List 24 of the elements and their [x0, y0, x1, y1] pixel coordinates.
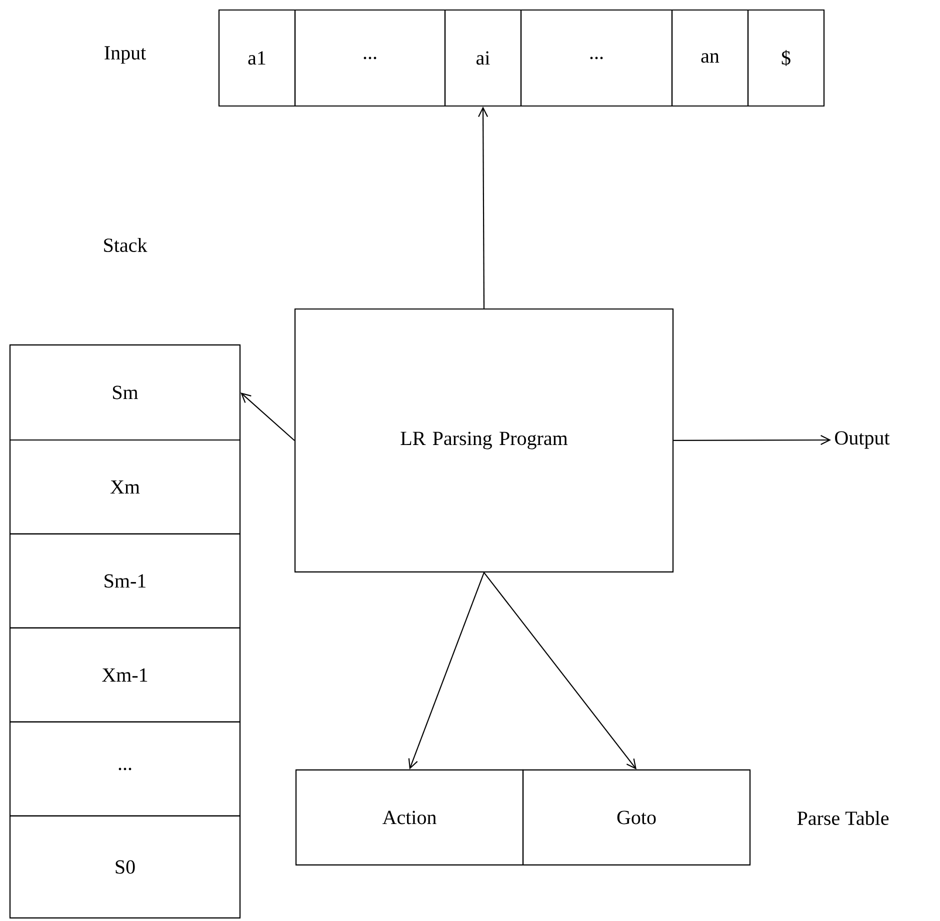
- input-cell: ...: [520, 9, 673, 107]
- arrow: [408, 572, 485, 770]
- input-cell: $: [747, 9, 825, 107]
- stack-cell: S0: [9, 815, 241, 919]
- stack-cell: Xm-1: [9, 627, 241, 723]
- arrow: [240, 392, 295, 441]
- caption-label: Parse Table: [797, 810, 889, 826]
- stack-cell: Sm: [9, 344, 241, 441]
- table-cell: Goto: [522, 769, 751, 866]
- input-cell: a1: [218, 9, 296, 107]
- table-cell: Action: [295, 769, 524, 866]
- arrow: [674, 435, 832, 446]
- input-cell: an: [671, 9, 749, 107]
- input-cell: ...: [294, 9, 446, 107]
- stack-cell: Xm: [9, 439, 241, 535]
- caption-label: Input: [104, 46, 146, 64]
- stack-cell: ...: [9, 721, 241, 817]
- arrow: [484, 572, 636, 770]
- arrow: [478, 106, 488, 308]
- stack-cell: Sm-1: [9, 533, 241, 629]
- input-cell: ai: [444, 9, 522, 107]
- process-box: LR Parsing Program: [294, 308, 674, 573]
- caption-label: Stack: [104, 238, 148, 252]
- output-label: Output: [835, 431, 890, 449]
